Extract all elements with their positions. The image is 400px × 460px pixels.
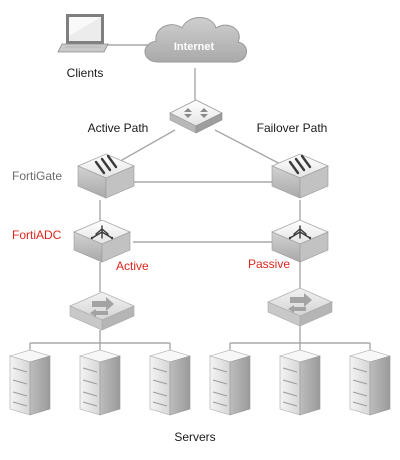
fortigate-right-firewall-icon [270, 153, 330, 199]
fortiadc-left-load-balancer-icon [72, 219, 132, 263]
switch-right-icon [267, 287, 333, 327]
active-status-label: Active [116, 259, 149, 273]
clients-label: Clients [67, 66, 104, 80]
connection-lines [29, 44, 371, 352]
server-rack-icon-2 [78, 349, 122, 416]
internet-cloud-icon: Internet [144, 17, 247, 63]
internet-label: Internet [174, 41, 215, 53]
fortigate-left-firewall-icon [76, 153, 136, 199]
router-icon [169, 99, 223, 134]
server-rack-icon-1 [8, 349, 52, 416]
server-rack-icon-4 [208, 349, 252, 416]
server-rack-icon-6 [348, 349, 392, 416]
clients-laptop-icon [57, 14, 109, 53]
switch-left-icon [69, 291, 135, 331]
fortiadc-label: FortiADC [12, 228, 62, 242]
servers-label: Servers [174, 430, 215, 444]
fortiadc-right-load-balancer-icon [270, 219, 330, 263]
failover-path-label: Failover Path [257, 121, 328, 135]
fortigate-label: FortiGate [12, 169, 62, 183]
active-path-label: Active Path [88, 121, 149, 135]
server-rack-icon-5 [278, 349, 322, 416]
passive-status-label: Passive [248, 257, 290, 271]
server-rack-icon-3 [148, 349, 192, 416]
